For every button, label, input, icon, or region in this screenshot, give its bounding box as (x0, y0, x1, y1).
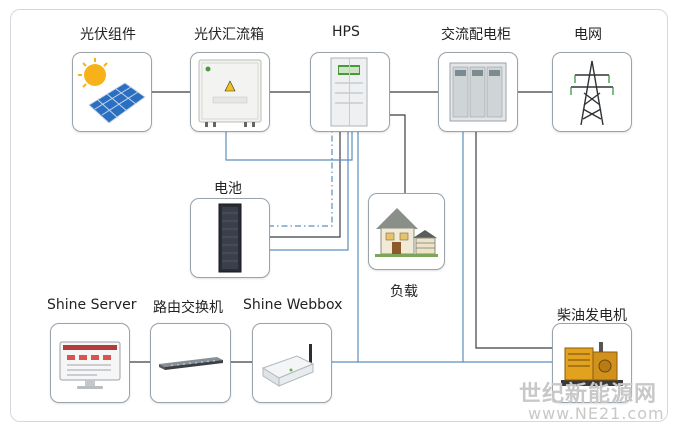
power-line-hps-to-load (388, 114, 406, 193)
router-node (150, 323, 231, 403)
solar-panel-icon (78, 58, 146, 124)
load-node (368, 193, 445, 270)
power-line-hps-to-battery-a (268, 130, 341, 238)
combiner-box-icon (198, 59, 262, 127)
watermark-name: 世纪新能源网 (519, 382, 658, 407)
diesel-generator-node (552, 323, 632, 403)
grid-node (552, 52, 632, 132)
shine-server-label: Shine Server (47, 297, 137, 313)
webbox-device-icon (261, 344, 315, 387)
load-label: 负载 (390, 284, 418, 300)
comm-line-combiner-to-hps (225, 130, 353, 161)
grid-label: 电网 (574, 27, 602, 43)
shine-webbox-label: Shine Webbox (243, 297, 343, 313)
house-icon (375, 208, 438, 257)
power-line-ac-to-diesel (475, 130, 552, 349)
diesel-generator-label: 柴油发电机 (557, 308, 627, 324)
network-switch-icon (159, 357, 223, 370)
shine-webbox-node (252, 323, 332, 403)
comm-line-hps-to-battery-b (268, 130, 349, 251)
router-label: 路由交换机 (153, 300, 223, 316)
pv-module-node (72, 52, 152, 132)
switchgear-cabinet-icon (449, 62, 507, 122)
diesel-generator-icon (561, 342, 623, 386)
ac-cabinet-label: 交流配电柜 (441, 27, 511, 43)
combiner-box-label: 光伏汇流箱 (194, 27, 264, 43)
battery-rack-icon (218, 203, 242, 273)
monitor-icon (59, 341, 121, 389)
watermark-url: www.NE21.com (528, 404, 665, 423)
battery-node (190, 198, 270, 278)
shine-server-node (50, 323, 130, 403)
power-tower-icon (570, 60, 614, 126)
hps-label: HPS (332, 24, 360, 40)
battery-label: 电池 (214, 181, 242, 197)
ac-cabinet-node (438, 52, 518, 132)
comm-line-battery-dashdot (268, 130, 333, 227)
hps-node (310, 52, 390, 132)
combiner-box-node (190, 52, 270, 132)
hps-inverter-icon (330, 57, 368, 127)
comm-line-webbox-to-hps (330, 130, 359, 363)
pv-module-label: 光伏组件 (80, 27, 136, 43)
